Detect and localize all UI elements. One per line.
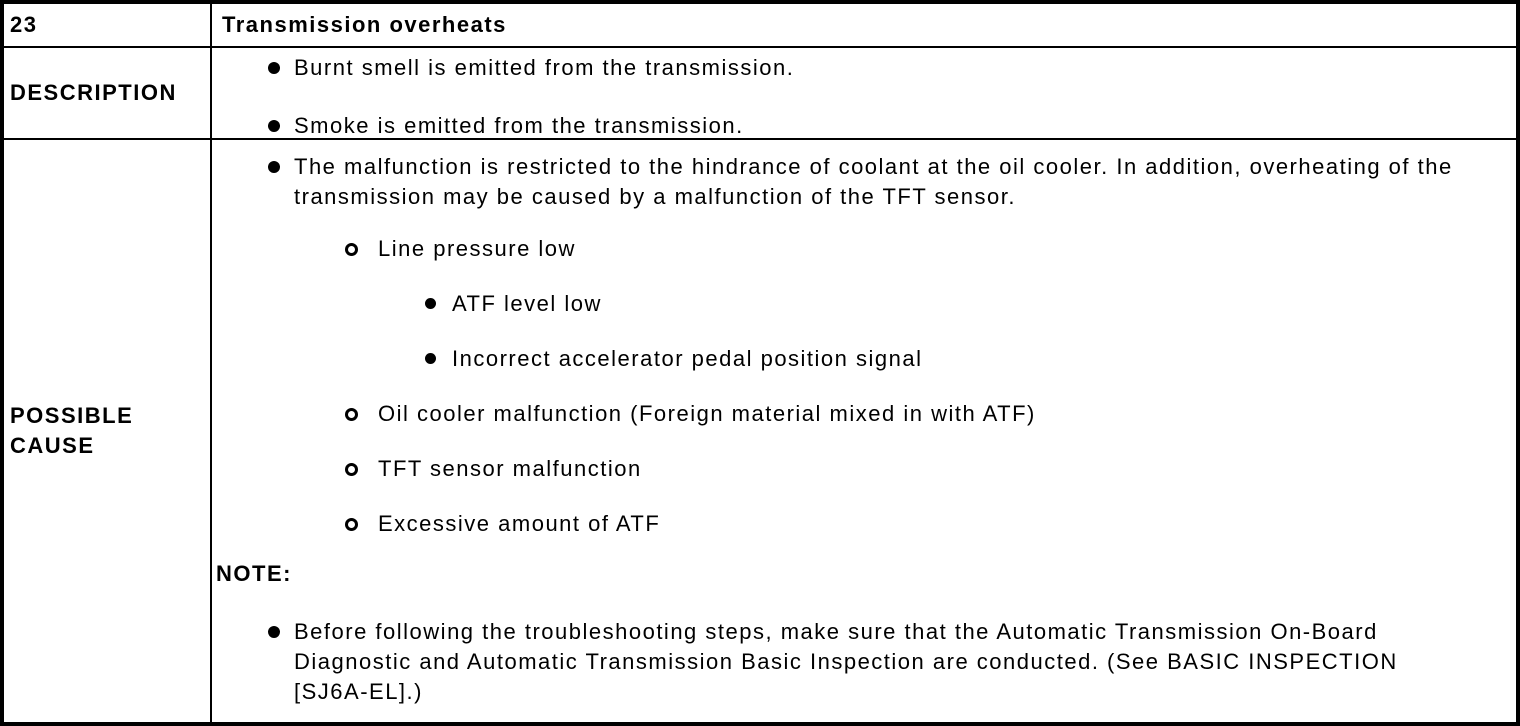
cause-intro-item: The malfunction is restricted to the hin… [268, 152, 1516, 212]
note-label: NOTE: [216, 561, 292, 586]
description-item: Smoke is emitted from the transmission. [268, 111, 1516, 138]
cause-item-level2: Oil cooler malfunction (Foreign material… [345, 399, 1516, 429]
description-item: Burnt smell is emitted from the transmis… [268, 53, 1516, 83]
open-bullet-icon [345, 243, 358, 256]
possible-cause-label: POSSIBLE CAUSE [10, 403, 134, 458]
description-item-text: Burnt smell is emitted from the transmis… [294, 55, 795, 80]
filled-bullet-icon [268, 161, 280, 173]
cause-item-text: Excessive amount of ATF [378, 511, 661, 536]
description-item-text: Smoke is emitted from the transmission. [294, 113, 744, 138]
filled-bullet-icon [268, 626, 280, 638]
cause-item-level3: Incorrect accelerator pedal position sig… [425, 344, 1516, 374]
item-number: 23 [10, 12, 38, 37]
cause-item-text: Incorrect accelerator pedal position sig… [452, 346, 923, 371]
open-bullet-icon [345, 408, 358, 421]
cause-item-level2: TFT sensor malfunction [345, 454, 1516, 484]
open-bullet-icon [345, 518, 358, 531]
item-title-cell: Transmission overheats [212, 4, 1516, 48]
description-label-cell: DESCRIPTION [4, 48, 212, 140]
note-item-text: Before following the troubleshooting ste… [294, 619, 1398, 704]
cause-item-text: Oil cooler malfunction (Foreign material… [378, 401, 1036, 426]
cause-item-level2: Excessive amount of ATF [345, 509, 1516, 539]
cause-item-text: Line pressure low [378, 236, 576, 261]
filled-bullet-icon [425, 353, 436, 364]
possible-cause-label-cell: POSSIBLE CAUSE [4, 140, 212, 722]
cause-item-level3: ATF level low [425, 289, 1516, 319]
cause-intro-text: The malfunction is restricted to the hin… [294, 154, 1453, 209]
cause-item-text: ATF level low [452, 291, 602, 316]
filled-bullet-icon [425, 298, 436, 309]
description-label: DESCRIPTION [10, 80, 177, 105]
filled-bullet-icon [268, 120, 280, 132]
filled-bullet-icon [268, 62, 280, 74]
note-item: Before following the troubleshooting ste… [268, 617, 1516, 707]
open-bullet-icon [345, 463, 358, 476]
possible-cause-content-cell: The malfunction is restricted to the hin… [212, 140, 1516, 722]
item-number-cell: 23 [4, 4, 212, 48]
description-content-cell: Burnt smell is emitted from the transmis… [212, 48, 1516, 140]
item-title: Transmission overheats [222, 12, 507, 37]
cause-item-level2: Line pressure low [345, 234, 1516, 264]
cause-item-text: TFT sensor malfunction [378, 456, 642, 481]
